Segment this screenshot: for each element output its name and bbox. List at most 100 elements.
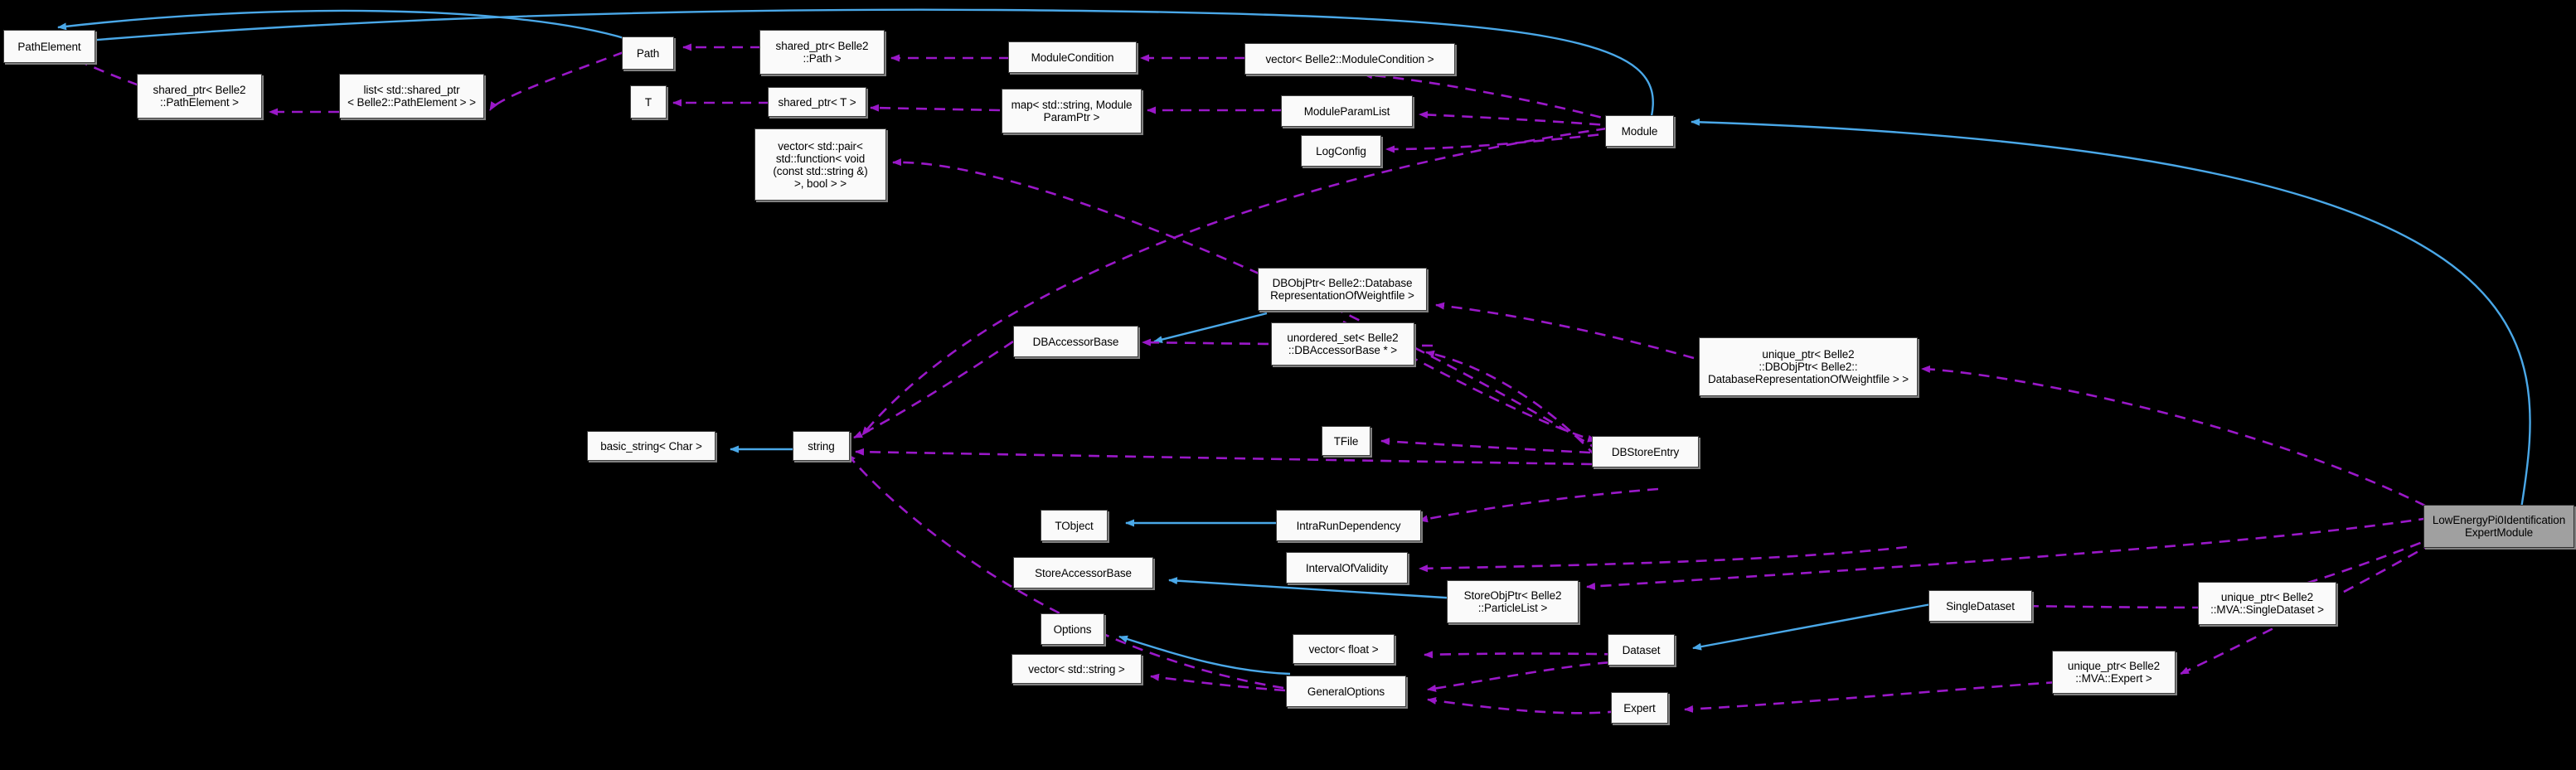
edge-dbstoreentry-intervalofvalidity xyxy=(1419,545,1908,573)
node-t[interactable]: T xyxy=(630,85,667,119)
edge-uniqueptrdbobjptr-dbobjptr xyxy=(1435,302,1695,360)
edge-module-moduleparamlist xyxy=(1419,110,1619,128)
node-logconfig[interactable]: LogConfig xyxy=(1301,135,1381,167)
node-intervalofvalidity[interactable]: IntervalOfValidity xyxy=(1286,552,1408,584)
node-label: IntervalOfValidity xyxy=(1305,561,1389,574)
node-label: LowEnergyPi0Identification ExpertModule xyxy=(2432,514,2566,539)
node-label: Dataset xyxy=(1622,643,1661,656)
node-label: TObject xyxy=(1055,519,1094,532)
edge-module-string xyxy=(861,124,1626,436)
node-label: shared_ptr< Belle2 ::PathElement > xyxy=(153,84,246,109)
node-label: map< std::string, Module ParamPtr > xyxy=(1011,99,1133,123)
node-label: TFile xyxy=(1333,434,1359,448)
node-label: T xyxy=(644,95,652,109)
node-storeaccessorbase[interactable]: StoreAccessorBase xyxy=(1013,557,1153,588)
node-label: Path xyxy=(636,46,660,60)
node-label: list< std::shared_ptr < Belle2::PathElem… xyxy=(347,84,476,109)
node-pathelement[interactable]: PathElement xyxy=(3,30,95,63)
node-label: vector< Belle2::ModuleCondition > xyxy=(1265,52,1434,65)
node-vec_std_string[interactable]: vector< std::string > xyxy=(1011,654,1142,684)
edge-dbobjptr-dbaccessorbase xyxy=(1153,312,1268,343)
edge-dbstoreentry-tfile xyxy=(1380,438,1591,454)
node-vec_modulecond[interactable]: vector< Belle2::ModuleCondition > xyxy=(1244,43,1455,75)
node-module[interactable]: Module xyxy=(1605,115,1674,147)
node-generaloptions[interactable]: GeneralOptions xyxy=(1286,676,1406,707)
node-string[interactable]: string xyxy=(793,431,850,461)
edge-generaloptions-vecstdstring xyxy=(1150,673,1286,692)
edge-dbstoreentry-string xyxy=(855,448,1593,466)
edge-dbstoreentry-intrarun xyxy=(1419,487,1659,523)
node-modulecondition[interactable]: ModuleCondition xyxy=(1008,41,1137,73)
node-label: ModuleParamList xyxy=(1303,104,1390,118)
node-label: StoreAccessorBase xyxy=(1035,566,1132,579)
edge-lowenergy-module xyxy=(1691,118,2531,509)
edge-dataset-vecfloat xyxy=(1424,651,1634,659)
node-label: vector< float > xyxy=(1308,642,1379,656)
node-label: unordered_set< Belle2 ::DBAccessorBase *… xyxy=(1287,332,1399,356)
edge-dataset-generaloptions xyxy=(1427,660,1628,692)
edge-path-listsharedptr xyxy=(488,51,624,111)
node-shared_ptr_t[interactable]: shared_ptr< T > xyxy=(768,87,866,117)
node-label: DBObjPtr< Belle2::Database Representatio… xyxy=(1270,277,1414,302)
edge-lowenergy-uniqueptrdbobjptr xyxy=(1921,365,2426,507)
node-label: vector< std::pair< std::function< void (… xyxy=(773,139,868,190)
node-label: shared_ptr< Belle2 ::Path > xyxy=(775,40,869,65)
node-basic_string_char[interactable]: basic_string< Char > xyxy=(587,431,716,461)
edge-mapstringmodule-sharedptrt xyxy=(870,104,1001,112)
node-options[interactable]: Options xyxy=(1041,613,1104,645)
node-list_shared_ptr[interactable]: list< std::shared_ptr < Belle2::PathElem… xyxy=(339,74,484,119)
node-label: unique_ptr< Belle2 ::MVA::Expert > xyxy=(2067,660,2161,685)
node-dbstoreentry[interactable]: DBStoreEntry xyxy=(1592,436,1699,467)
node-label: Expert xyxy=(1623,701,1656,714)
node-label: vector< std::string > xyxy=(1028,662,1125,676)
edge-expert-generaloptions xyxy=(1427,696,1619,714)
node-tfile[interactable]: TFile xyxy=(1322,426,1370,456)
node-uniqueptr_expert[interactable]: unique_ptr< Belle2 ::MVA::Expert > xyxy=(2052,651,2176,694)
node-dataset[interactable]: Dataset xyxy=(1608,634,1675,666)
edge-dbstoreentry-vecpairfunc xyxy=(892,158,1616,462)
edge-generaloptions-options xyxy=(1118,635,1291,676)
edge-dbstoreentry-unorderedset xyxy=(1425,350,1597,458)
node-path[interactable]: Path xyxy=(622,36,674,70)
node-label: basic_string< Char > xyxy=(600,439,702,453)
node-vec_pair_func[interactable]: vector< std::pair< std::function< void (… xyxy=(754,128,886,201)
node-uniqueptr_dbobjptr[interactable]: unique_ptr< Belle2 ::DBObjPtr< Belle2:: … xyxy=(1699,337,1918,396)
edge-lowenergy-storeobjptr xyxy=(1586,516,2430,590)
node-vec_float[interactable]: vector< float > xyxy=(1293,634,1395,664)
node-label: unique_ptr< Belle2 ::DBObjPtr< Belle2:: … xyxy=(1707,348,1909,385)
node-dbobjptr_dbrep[interactable]: DBObjPtr< Belle2::Database Representatio… xyxy=(1258,268,1427,311)
node-tobject[interactable]: TObject xyxy=(1041,510,1108,541)
node-label: GeneralOptions xyxy=(1307,685,1385,698)
node-label: string xyxy=(808,439,835,453)
node-singledataset[interactable]: SingleDataset xyxy=(1928,590,2032,622)
node-expert[interactable]: Expert xyxy=(1611,692,1668,724)
node-label: StoreObjPtr< Belle2 ::ParticleList > xyxy=(1463,589,1562,614)
node-moduleparamlist[interactable]: ModuleParamList xyxy=(1281,95,1413,127)
node-dbaccessorbase[interactable]: DBAccessorBase xyxy=(1013,326,1138,357)
edge-dbaccessorbase-string xyxy=(853,340,1014,439)
node-map_string_module[interactable]: map< std::string, Module ParamPtr > xyxy=(1002,89,1142,133)
node-label: Module xyxy=(1621,124,1658,138)
node-lowenergypi0[interactable]: LowEnergyPi0Identification ExpertModule xyxy=(2423,505,2574,548)
node-unordered_set_dbab[interactable]: unordered_set< Belle2 ::DBAccessorBase *… xyxy=(1271,322,1414,366)
node-label: Options xyxy=(1053,622,1092,636)
node-label: LogConfig xyxy=(1316,144,1366,157)
node-label: PathElement xyxy=(17,40,81,53)
edge-path-pathelement xyxy=(57,9,628,41)
usage-edges xyxy=(64,43,2438,714)
node-shared_ptr_pathel[interactable]: shared_ptr< Belle2 ::PathElement > xyxy=(137,74,262,119)
node-label: unique_ptr< Belle2 ::MVA::SingleDataset … xyxy=(2210,591,2324,616)
edge-singledataset-dataset xyxy=(1692,601,1941,651)
edge-module-logconfig xyxy=(1385,131,1618,153)
node-label: DBAccessorBase xyxy=(1032,335,1119,348)
node-label: DBStoreEntry xyxy=(1611,445,1680,458)
node-intrarundependency[interactable]: IntraRunDependency xyxy=(1276,510,1421,541)
node-storeobjptr_plist[interactable]: StoreObjPtr< Belle2 ::ParticleList > xyxy=(1447,580,1579,623)
node-shared_ptr_path[interactable]: shared_ptr< Belle2 ::Path > xyxy=(759,30,885,75)
node-label: IntraRunDependency xyxy=(1296,519,1401,532)
node-uniqueptr_sds[interactable]: unique_ptr< Belle2 ::MVA::SingleDataset … xyxy=(2198,582,2336,625)
node-label: SingleDataset xyxy=(1946,599,2015,613)
node-label: shared_ptr< T > xyxy=(778,95,856,109)
node-label: ModuleCondition xyxy=(1031,51,1114,64)
